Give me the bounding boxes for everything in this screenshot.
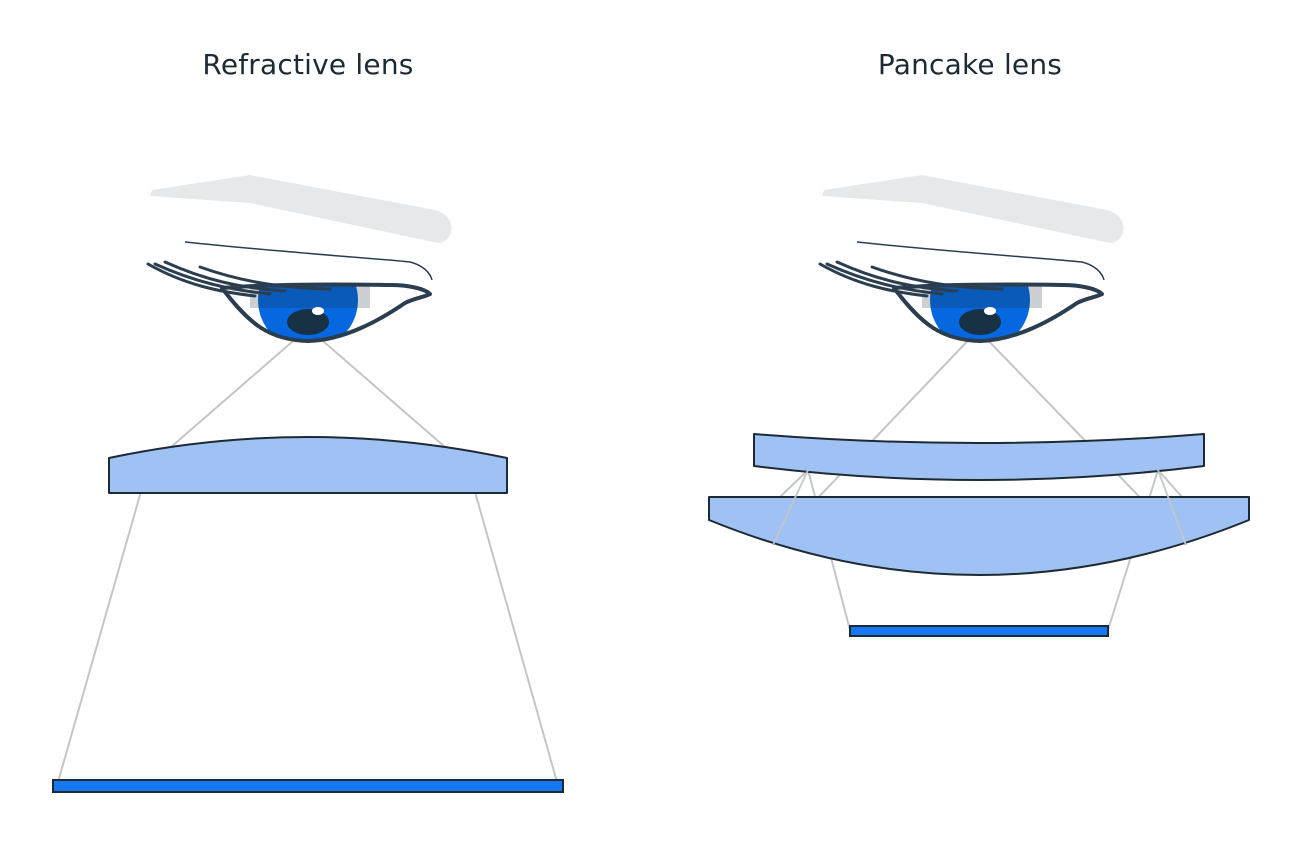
refractive-panel [52, 175, 564, 793]
refractive-display-panel [52, 779, 564, 793]
pancake-lens-title: Pancake lens [877, 48, 1063, 81]
refractive-lens-title: Refractive lens [202, 48, 414, 81]
pancake-display-panel [849, 625, 1109, 637]
pupil [287, 309, 329, 335]
eyelashes [146, 260, 332, 298]
eyebrow [822, 175, 1124, 243]
eyelashes [818, 260, 1004, 298]
eyelid-crease [856, 241, 1105, 281]
iris [930, 284, 1030, 341]
eyelid-crease [184, 241, 433, 281]
light-ray-right [307, 327, 558, 783]
eye-outline [220, 282, 432, 343]
light-ray-left [57, 327, 309, 783]
refractive-light-rays [57, 327, 558, 783]
eye-outline [892, 282, 1104, 343]
pancake-panel [708, 175, 1250, 637]
pancake-lens-lower [708, 496, 1250, 576]
refractive-lens [108, 436, 508, 494]
pancake-lens-upper [753, 433, 1205, 481]
eye-highlight [984, 307, 996, 315]
eyebrow [150, 175, 452, 243]
eye-highlight [312, 307, 324, 315]
eye-pancake [818, 175, 1124, 343]
pupil [959, 309, 1001, 335]
iris [258, 284, 358, 341]
eye-refractive [146, 175, 452, 343]
